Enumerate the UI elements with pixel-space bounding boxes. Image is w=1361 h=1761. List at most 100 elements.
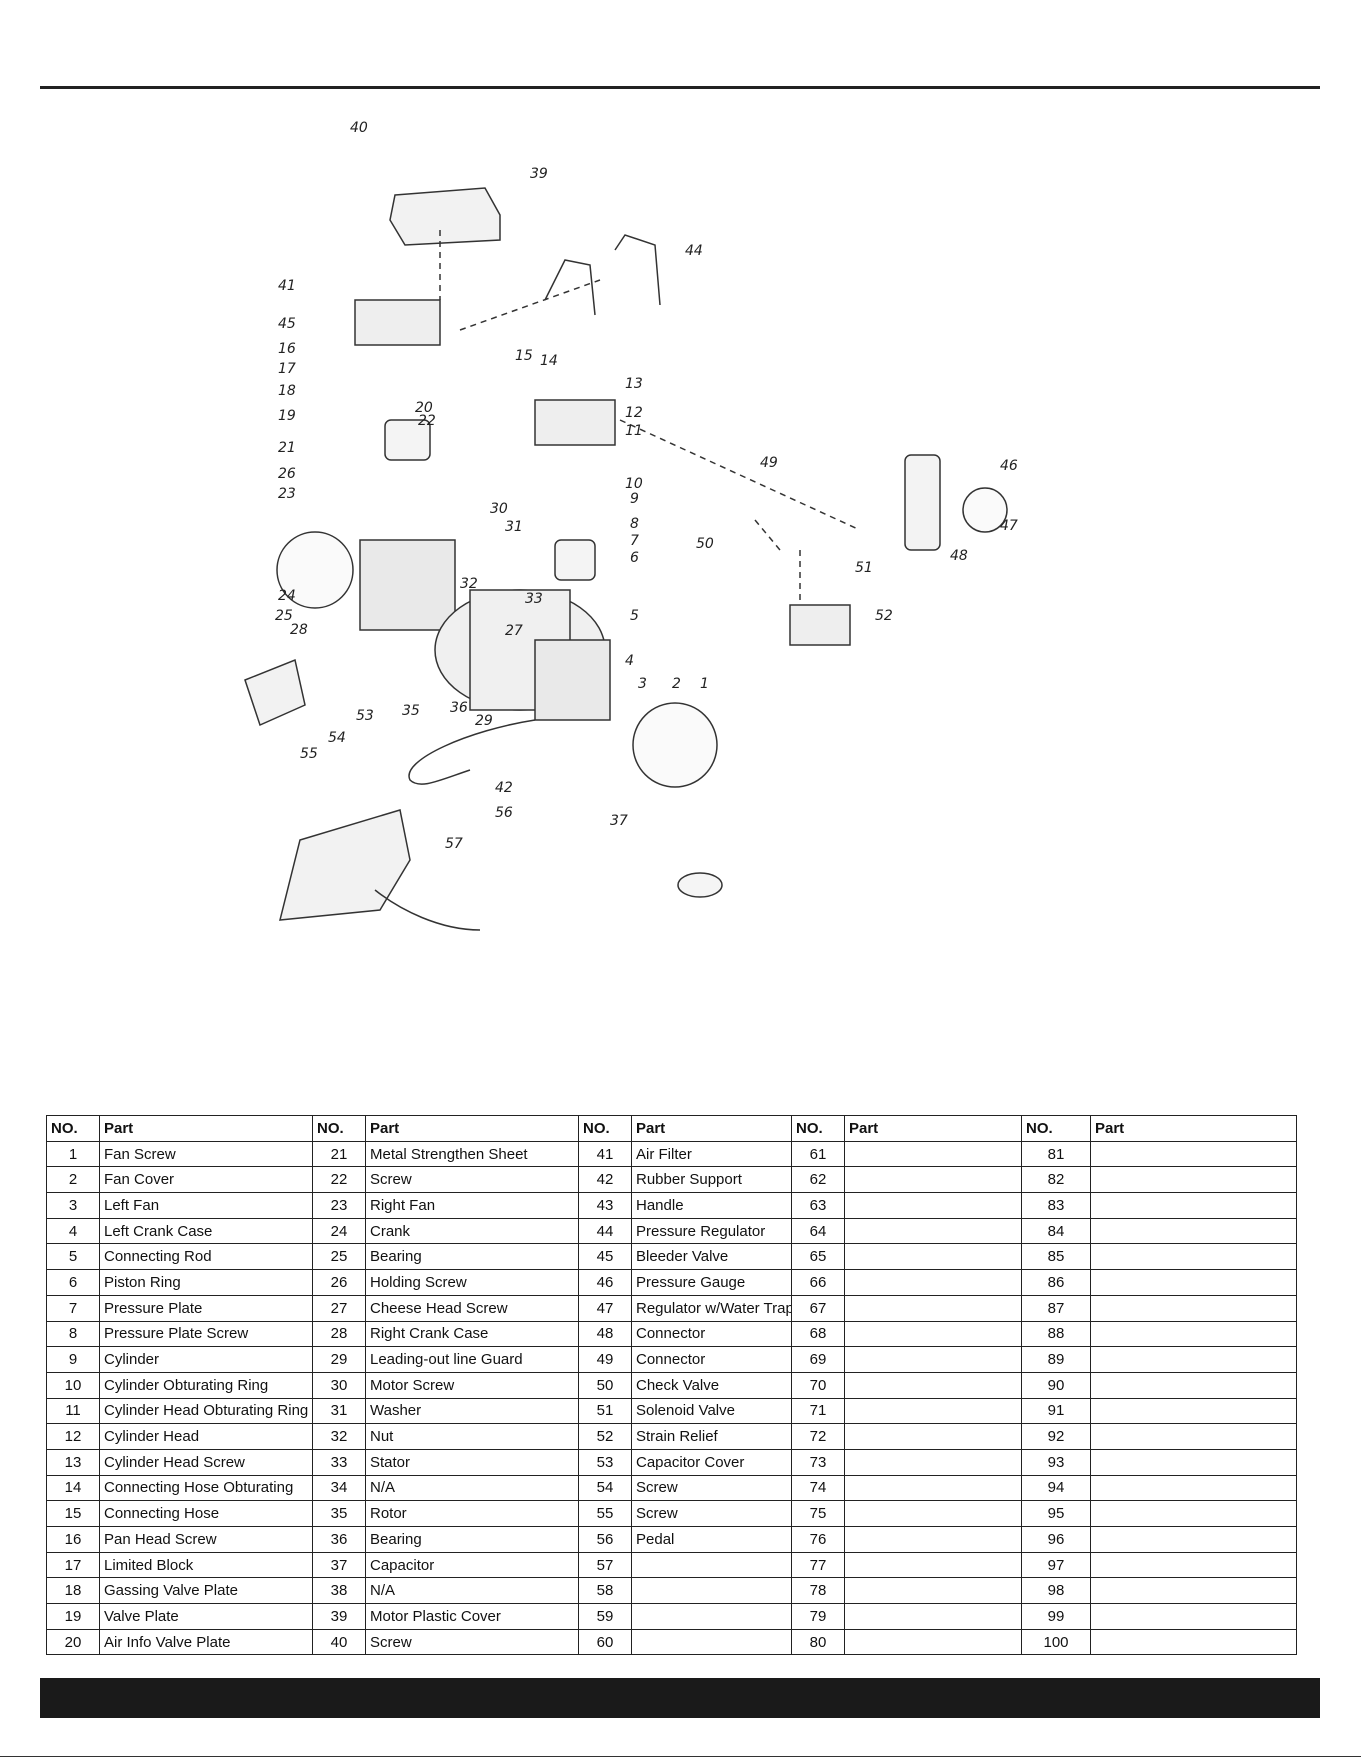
part-name-cell xyxy=(844,1269,1022,1296)
part-name-cell xyxy=(844,1140,1022,1168)
part-callout-label: 20 xyxy=(415,400,433,416)
part-number-cell: 71 xyxy=(791,1397,845,1425)
part-name-cell: Holding Screw xyxy=(365,1269,579,1296)
part-number-cell: 25 xyxy=(312,1243,366,1271)
part-number-cell: 40 xyxy=(312,1628,366,1656)
part-name-cell xyxy=(1090,1628,1297,1656)
part-name-cell: Check Valve xyxy=(631,1371,792,1399)
part-number-cell: 80 xyxy=(791,1628,845,1656)
part-callout-label: 2 xyxy=(672,676,681,692)
part-number-cell: 57 xyxy=(578,1551,632,1579)
part-number-cell: 49 xyxy=(578,1346,632,1373)
part-name-cell xyxy=(1090,1448,1297,1476)
part-name-cell: Screw xyxy=(631,1474,792,1502)
part-number-cell: 45 xyxy=(578,1243,632,1271)
header-no: NO. xyxy=(46,1115,100,1142)
part-number-cell: 54 xyxy=(578,1474,632,1502)
part-name-cell: Connecting Rod xyxy=(99,1243,313,1271)
part-name-cell: Strain Relief xyxy=(631,1423,792,1450)
part-callout-label: 15 xyxy=(515,348,533,364)
part-name-cell xyxy=(1090,1294,1297,1322)
part-number-cell: 56 xyxy=(578,1526,632,1553)
part-name-cell xyxy=(844,1551,1022,1579)
part-number-cell: 27 xyxy=(312,1294,366,1322)
part-number-cell: 74 xyxy=(791,1474,845,1502)
part-name-cell: Pedal xyxy=(631,1526,792,1553)
part-number-cell: 66 xyxy=(791,1269,845,1296)
part-callout-label: 48 xyxy=(950,548,968,564)
part-name-cell: Left Crank Case xyxy=(99,1217,313,1245)
part-number-cell: 53 xyxy=(578,1448,632,1476)
part-callout-label: 5 xyxy=(630,608,639,624)
part-callout-label: 23 xyxy=(278,486,296,502)
part-callout-label: 9 xyxy=(630,491,639,507)
part-number-cell: 16 xyxy=(46,1526,100,1553)
part-name-cell: Pressure Plate Screw xyxy=(99,1320,313,1348)
part-number-cell: 41 xyxy=(578,1140,632,1168)
part-name-cell xyxy=(631,1577,792,1605)
part-name-cell: Connecting Hose xyxy=(99,1500,313,1527)
part-callout-label: 37 xyxy=(610,813,628,829)
part-name-cell: Bleeder Valve xyxy=(631,1243,792,1271)
part-name-cell xyxy=(1090,1474,1297,1502)
part-name-cell: Solenoid Valve xyxy=(631,1397,792,1425)
part-name-cell: Pressure Regulator xyxy=(631,1217,792,1245)
part-name-cell: Cylinder Head Screw xyxy=(99,1448,313,1476)
part-callout-label: 47 xyxy=(1000,518,1018,534)
part-number-cell: 99 xyxy=(1021,1603,1091,1630)
part-number-cell: 33 xyxy=(312,1448,366,1476)
part-number-cell: 36 xyxy=(312,1526,366,1553)
part-number-cell: 17 xyxy=(46,1551,100,1579)
part-name-cell xyxy=(844,1294,1022,1322)
part-callout-label: 7 xyxy=(630,533,639,549)
part-name-cell xyxy=(1090,1423,1297,1450)
part-name-cell: Pressure Gauge xyxy=(631,1269,792,1296)
part-callout-label: 1 xyxy=(700,676,709,692)
part-callout-label: 33 xyxy=(525,591,543,607)
part-name-cell xyxy=(844,1577,1022,1605)
part-callout-label: 17 xyxy=(278,361,296,377)
part-name-cell xyxy=(1090,1217,1297,1245)
part-name-cell: Cylinder Head xyxy=(99,1423,313,1450)
part-number-cell: 42 xyxy=(578,1166,632,1194)
part-number-cell: 35 xyxy=(312,1500,366,1527)
part-number-cell: 88 xyxy=(1021,1320,1091,1348)
part-number-cell: 55 xyxy=(578,1500,632,1527)
part-name-cell: Connector xyxy=(631,1320,792,1348)
part-callout-label: 32 xyxy=(460,576,478,592)
part-number-cell: 96 xyxy=(1021,1526,1091,1553)
header-rule xyxy=(40,86,1320,89)
part-number-cell: 70 xyxy=(791,1371,845,1399)
header-part: Part xyxy=(365,1115,579,1142)
part-name-cell: Screw xyxy=(365,1166,579,1194)
header-part: Part xyxy=(99,1115,313,1142)
part-name-cell xyxy=(1090,1500,1297,1527)
part-name-cell: Cylinder Head Obturating Ring xyxy=(99,1397,313,1425)
part-callout-label: 14 xyxy=(540,353,558,369)
part-number-cell: 61 xyxy=(791,1140,845,1168)
part-name-cell: Rotor xyxy=(365,1500,579,1527)
part-name-cell xyxy=(1090,1346,1297,1373)
header-part: Part xyxy=(844,1115,1022,1142)
part-number-cell: 10 xyxy=(46,1371,100,1399)
part-callout-label: 29 xyxy=(475,713,493,729)
part-number-cell: 97 xyxy=(1021,1551,1091,1579)
part-number-cell: 37 xyxy=(312,1551,366,1579)
part-callout-label: 8 xyxy=(630,516,639,532)
part-number-cell: 69 xyxy=(791,1346,845,1373)
part-callout-label: 44 xyxy=(685,243,703,259)
part-callout-label: 3 xyxy=(638,676,647,692)
part-name-cell xyxy=(844,1397,1022,1425)
part-callout-label: 12 xyxy=(625,405,643,421)
part-number-cell: 18 xyxy=(46,1577,100,1605)
part-name-cell xyxy=(844,1346,1022,1373)
part-name-cell xyxy=(1090,1269,1297,1296)
part-number-cell: 19 xyxy=(46,1603,100,1630)
